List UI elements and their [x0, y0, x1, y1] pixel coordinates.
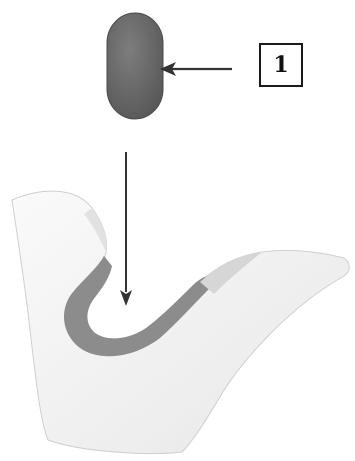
impression-tray: [12, 191, 349, 453]
pointer-arrow: [160, 62, 232, 76]
impression-tray-icon: [12, 191, 349, 453]
callout-box: 1: [259, 43, 303, 87]
callout-label: 1: [273, 54, 288, 76]
impression-piece: [107, 13, 163, 119]
placement-arrow: [120, 152, 132, 306]
oval-block-icon: [107, 13, 163, 119]
down-arrow-head: [120, 290, 132, 306]
